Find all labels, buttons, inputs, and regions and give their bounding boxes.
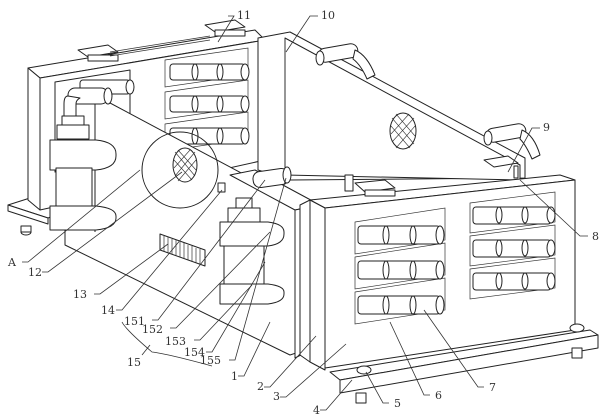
label-6: 6 [435, 389, 442, 402]
label-1: 1 [231, 370, 238, 383]
right-cylinder-assembly [219, 166, 292, 305]
label-8: 8 [592, 230, 599, 243]
label-9: 9 [543, 121, 550, 134]
label-4: 4 [313, 404, 320, 417]
comb-filter [159, 233, 206, 267]
top-handles [77, 19, 246, 62]
center-back-panel [257, 31, 526, 181]
front-rollers [357, 206, 556, 315]
label-13: 13 [73, 288, 87, 301]
front-handles [344, 155, 519, 197]
label-14: 14 [101, 304, 115, 317]
leader-lines [22, 15, 588, 411]
label-151: 151 [124, 315, 145, 328]
label-7: 7 [489, 381, 496, 394]
label-155: 155 [200, 354, 221, 367]
label-153: 153 [165, 335, 186, 348]
detail-circle-a [141, 131, 226, 209]
label-154: 154 [184, 346, 205, 359]
label-10: 10 [321, 9, 335, 22]
label-3: 3 [273, 390, 280, 403]
label-15: 15 [127, 356, 141, 369]
label-152: 152 [142, 323, 163, 336]
label-2: 2 [257, 380, 264, 393]
label-5: 5 [394, 397, 401, 410]
left-cylinder-assembly [49, 87, 117, 231]
top-pipes [315, 43, 541, 160]
callout-labels: 11 10 9 8 A 12 13 14 151 152 153 154 155… [7, 9, 599, 417]
front-base-plate [329, 323, 599, 404]
label-11: 11 [237, 9, 251, 22]
label-12: 12 [28, 266, 42, 279]
rear-rollers [79, 63, 250, 145]
label-a: A [7, 256, 17, 269]
